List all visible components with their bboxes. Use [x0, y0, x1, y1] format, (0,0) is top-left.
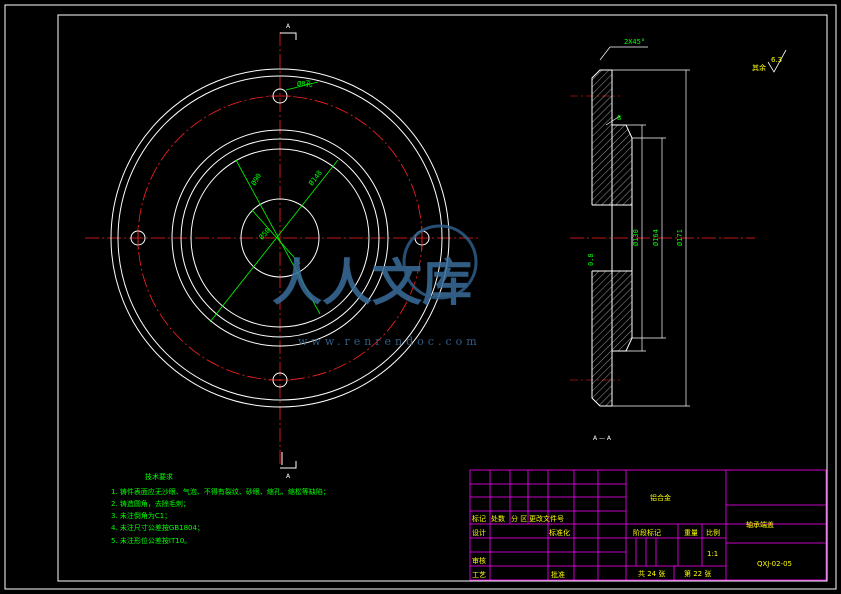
svg-text:A: A	[286, 23, 291, 30]
title-block: 铝合金 轴承端盖 QXJ-02-05 1:1 共 24 张 第 22 张 标记 …	[469, 469, 827, 581]
svg-text:比例: 比例	[706, 528, 720, 537]
svg-text:工艺: 工艺	[472, 571, 486, 579]
note-1: 1. 铸件表面应无沙眼、气泡、不得有裂纹、砂眼、缩孔、缩松等缺陷；	[111, 487, 330, 496]
dim-d3: Ø50	[258, 227, 272, 242]
svg-text:更改文件号: 更改文件号	[529, 514, 564, 523]
front-dimension-lines	[209, 81, 339, 323]
svg-text:6.3: 6.3	[771, 56, 782, 64]
dim-164: Ø164	[652, 229, 660, 246]
svg-text:审核: 审核	[472, 556, 486, 565]
outer-rim	[110, 68, 450, 408]
outer-rim-chamfer	[117, 75, 443, 401]
section-label: A — A	[593, 435, 612, 442]
technical-notes: 技术要求 1. 铸件表面应无沙眼、气泡、不得有裂纹、砂眼、缩孔、缩松等缺陷； 2…	[111, 472, 330, 545]
note-5: 5. 未注形位公差按IT10。	[111, 536, 191, 545]
center-bore	[240, 198, 320, 278]
svg-text:A: A	[286, 473, 291, 480]
svg-text:标记: 标记	[472, 514, 486, 523]
watermark-text: 人人文库	[272, 253, 472, 312]
watermark: 人人文库 www.renrendoc.com	[272, 224, 481, 348]
boss-outer	[171, 129, 389, 347]
section-marker-bottom	[280, 452, 297, 469]
section-view: 2X45° 8 0.8 Ø130 Ø164 Ø171 A — A	[570, 38, 755, 442]
part-name: 轴承端盖	[746, 520, 774, 529]
dim-130: Ø130	[632, 229, 640, 246]
step-dim: 8	[617, 114, 621, 122]
boss-ring-1	[180, 138, 380, 338]
drawing-number: QXJ-02-05	[757, 560, 792, 568]
inner-frame	[57, 14, 828, 582]
front-view: A A Ø8孔 Ø90 Ø148 Ø50	[85, 23, 478, 480]
slope-dim: 0.8	[587, 253, 595, 266]
svg-text:分 区: 分 区	[511, 514, 527, 523]
surface-finish-note: 其余 6.3	[752, 49, 787, 73]
material: 铝合金	[650, 493, 671, 502]
total-sheets: 共 24 张	[638, 569, 665, 578]
notes-title: 技术要求	[145, 472, 173, 481]
note-3: 3. 未注倒角为C1；	[111, 511, 171, 520]
section-marker-top	[280, 32, 297, 40]
section-dimension-lines	[599, 46, 690, 407]
boss-ring-2	[190, 148, 370, 328]
svg-text:处数: 处数	[491, 514, 505, 523]
svg-text:设计: 设计	[472, 528, 486, 537]
svg-text:批准: 批准	[551, 570, 565, 579]
bolt-hole-dim: Ø8孔	[297, 80, 312, 88]
chamfer-dim: 2X45°	[624, 38, 645, 46]
dim-d1: Ø90	[250, 172, 263, 187]
note-4: 4. 未注尺寸公差按GB1804；	[111, 523, 204, 532]
svg-text:阶段标记: 阶段标记	[633, 528, 661, 537]
note-2: 2. 铸造圆角，去除毛刺；	[111, 499, 190, 508]
dim-171: Ø171	[676, 229, 684, 246]
dim-d2: Ø148	[307, 169, 324, 187]
svg-text:其余: 其余	[752, 63, 766, 72]
outer-frame	[4, 4, 837, 590]
watermark-url: www.renrendoc.com	[298, 335, 481, 348]
sheet-number: 第 22 张	[684, 569, 711, 578]
svg-text:重量: 重量	[684, 529, 698, 537]
scale-value: 1:1	[707, 550, 718, 558]
svg-text:标准化: 标准化	[549, 528, 570, 537]
